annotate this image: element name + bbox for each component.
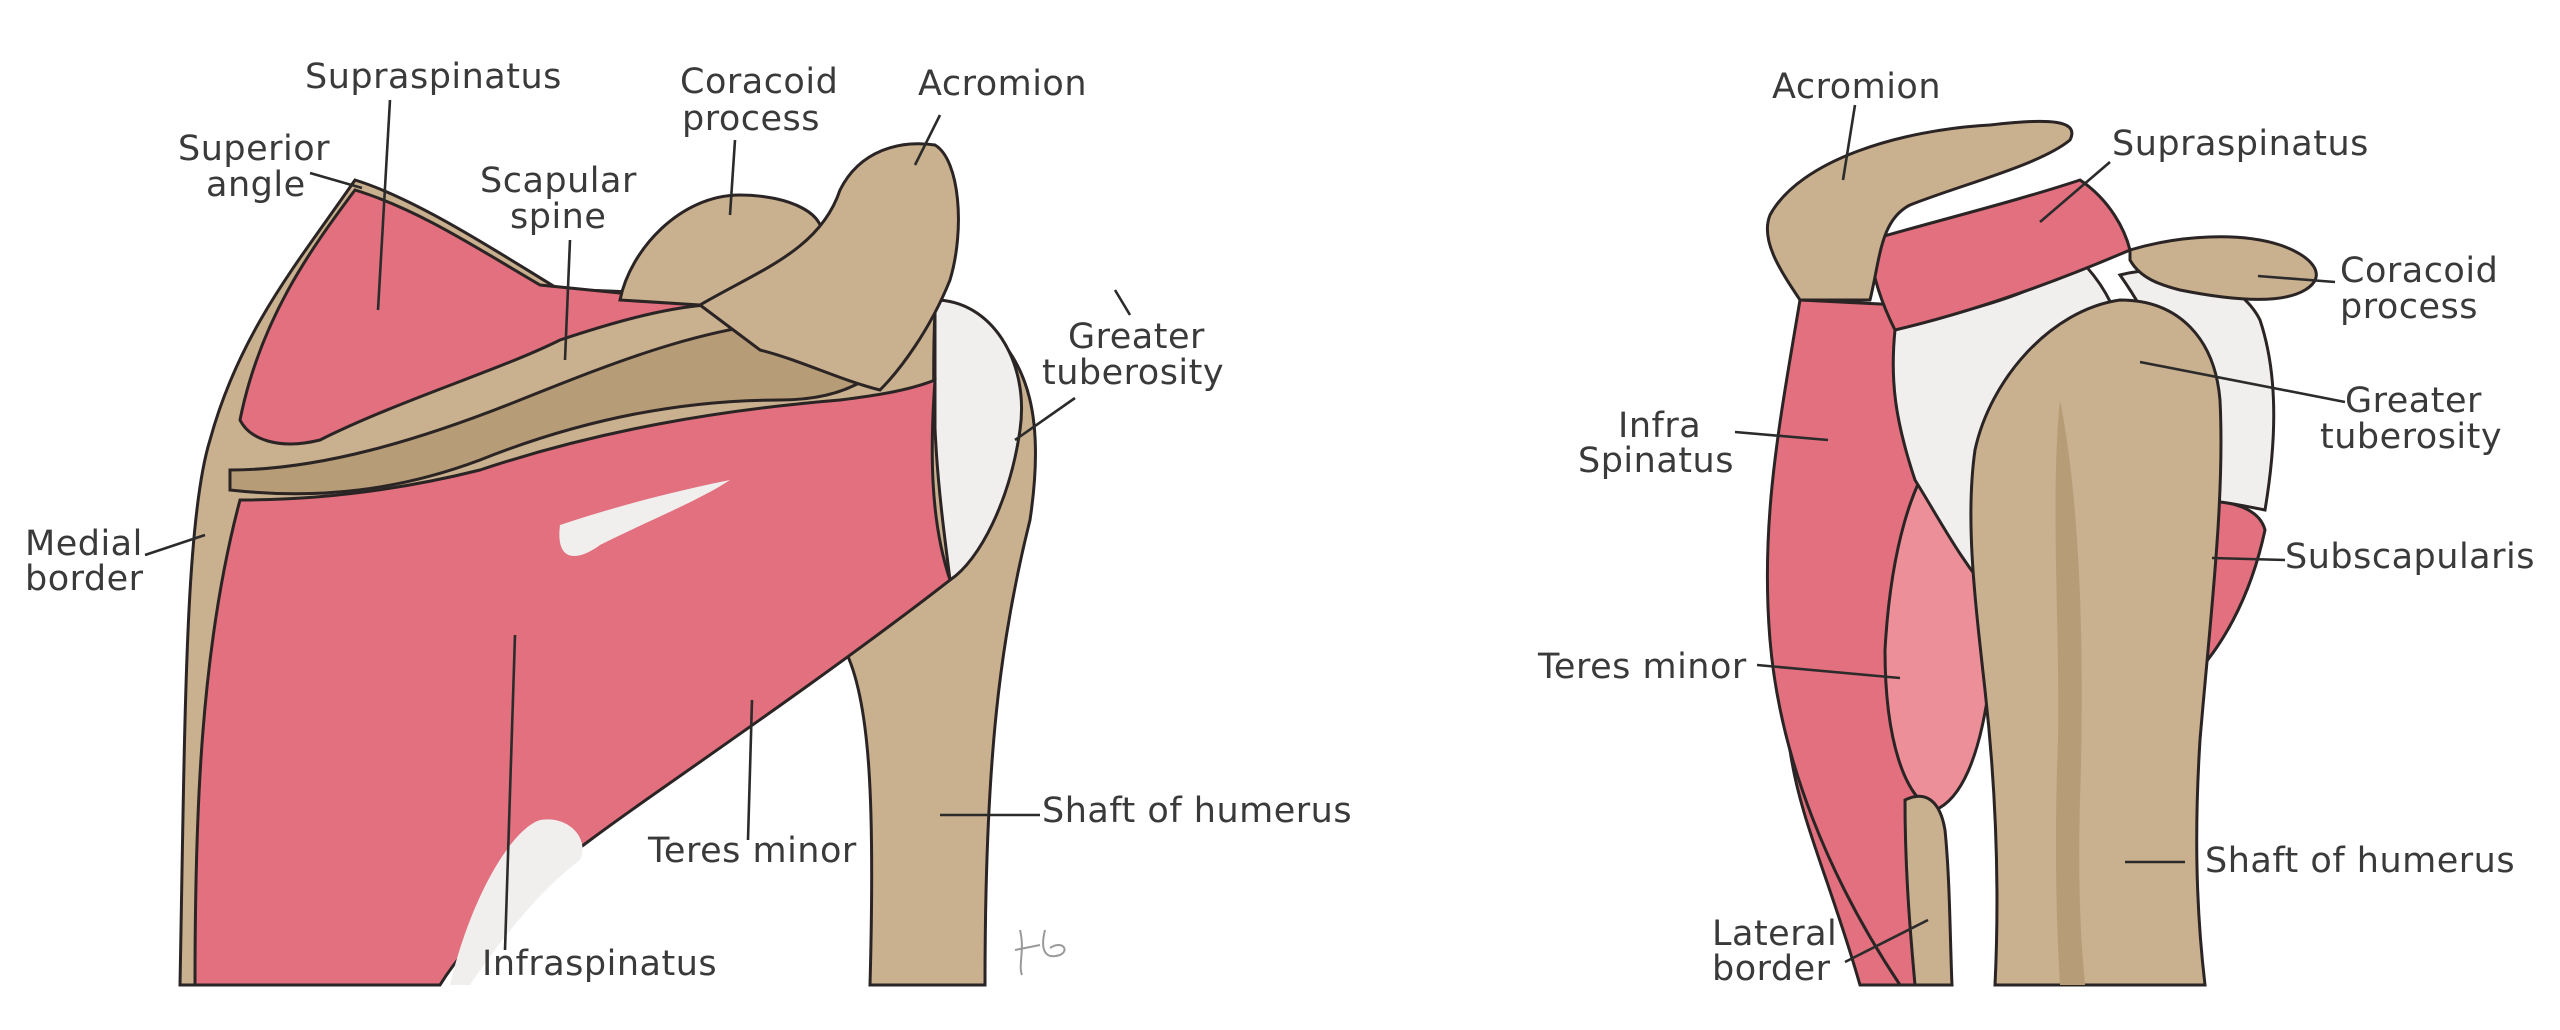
posterior-view: Supraspinatus Coracoid process Acromion … (25, 57, 1352, 987)
label-coracoid-lateral-1: Coracoid (2340, 251, 2498, 291)
label-infraspinatus-lateral-1: Infra (1618, 406, 1701, 446)
label-medial-border-1: Medial (25, 524, 143, 564)
leader-teres-minor-lateral (1756, 663, 1901, 680)
leader-superior-angle (309, 171, 363, 190)
coracoid-lateral (2128, 235, 2318, 301)
teres-tendon-patch (450, 819, 583, 985)
acromion-lateral (1765, 119, 2074, 302)
leader-supraspinatus-lateral (2039, 161, 2111, 223)
leader-acromion-lateral (1841, 104, 1857, 181)
label-greater-tuberosity-lateral-1: Greater (2345, 381, 2482, 421)
leader-supraspinatus-posterior (376, 99, 392, 311)
label-coracoid-posterior-2: process (682, 99, 820, 139)
leader-lateral-border (1844, 918, 1929, 964)
label-subscapularis-lateral: Subscapularis (2285, 537, 2535, 577)
label-greater-tuberosity-posterior-2: tuberosity (1042, 353, 1224, 393)
leader-scapular-spine (563, 239, 572, 361)
label-supraspinatus-lateral: Supraspinatus (2112, 124, 2369, 164)
leader-infraspinatus-posterior (503, 634, 517, 951)
leader-greater-tuberosity-lateral (2139, 360, 2346, 404)
lateral-border-bone (1903, 794, 1954, 987)
acromion-posterior (697, 142, 960, 392)
humerus-lateral-shade (2055, 400, 2085, 985)
label-acromion-lateral: Acromion (1772, 67, 1941, 107)
label-teres-minor-lateral: Teres minor (1537, 647, 1747, 687)
signature-mark (1014, 929, 1066, 976)
label-infraspinatus-lateral-2: Spinatus (1578, 441, 1734, 481)
leader-coracoid-posterior (728, 139, 737, 216)
label-infraspinatus-posterior: Infraspinatus (482, 944, 717, 984)
label-medial-border-2: border (25, 559, 144, 599)
leader-greater-tuberosity-posterior (1014, 396, 1076, 442)
leader-acromion-posterior (913, 114, 942, 166)
label-teres-minor-posterior: Teres minor (647, 831, 857, 871)
label-supraspinatus-posterior: Supraspinatus (305, 57, 562, 97)
label-greater-tuberosity-posterior-1: Greater (1068, 317, 1205, 357)
infraspinatus-highlight (559, 480, 730, 557)
label-lateral-border-2: border (1712, 949, 1831, 989)
lateral-view: Acromion Supraspinatus Coracoid process … (1537, 67, 2535, 989)
label-shaft-lateral: Shaft of humerus (2205, 841, 2515, 881)
label-greater-tuberosity-lateral-2: tuberosity (2320, 417, 2502, 457)
leader-coracoid-lateral (2257, 274, 2336, 284)
label-coracoid-lateral-2: process (2340, 287, 2478, 327)
label-superior-angle-2: angle (206, 165, 306, 205)
label-superior-angle-1: Superior (178, 129, 330, 169)
humerus-lateral (1969, 298, 2223, 987)
label-scapular-spine-2: spine (510, 197, 606, 237)
label-shaft-posterior: Shaft of humerus (1042, 791, 1352, 831)
leader-subscapularis-lateral (2211, 556, 2286, 562)
leader-teres-minor-posterior (746, 699, 754, 841)
leader-greater-tuberosity-posterior-tick (1113, 289, 1132, 316)
label-coracoid-posterior-1: Coracoid (680, 62, 838, 102)
leader-infraspinatus-lateral (1734, 430, 1829, 442)
supraspinatus-muscle-posterior (238, 188, 741, 446)
infraspinatus-muscle-posterior (193, 377, 952, 987)
leader-medial-border (144, 533, 206, 557)
label-acromion-posterior: Acromion (918, 64, 1087, 104)
label-scapular-spine-1: Scapular (480, 161, 637, 201)
label-lateral-border-1: Lateral (1712, 914, 1837, 954)
